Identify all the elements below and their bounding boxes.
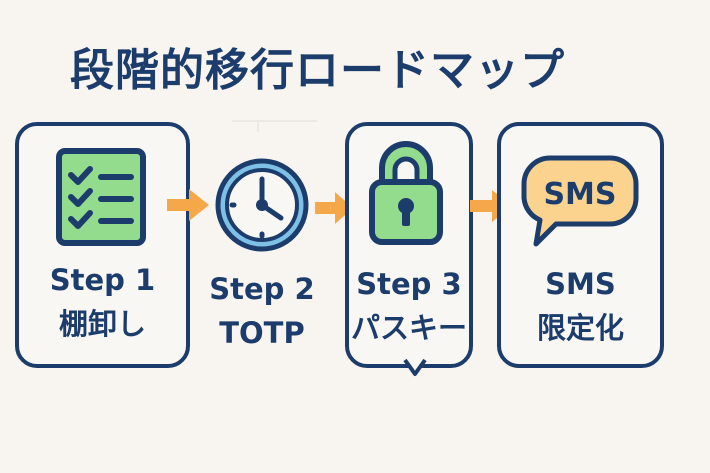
step-4-subtitle: 限定化	[536, 311, 624, 345]
clock-icon	[215, 158, 309, 252]
card-pointer-notch	[403, 358, 427, 376]
step-2-title: Step 2	[209, 272, 315, 306]
page-title: 段階的移行ロードマップ	[70, 45, 565, 96]
step-1-label: Step 1 棚卸し	[15, 258, 190, 346]
padlock-icon	[369, 141, 443, 245]
faint-divider	[232, 120, 317, 122]
step-2-subtitle: TOTP	[219, 316, 305, 350]
step-4-label: SMS 限定化	[497, 262, 664, 350]
step-1-title: Step 1	[49, 263, 156, 297]
step-3-title: Step 3	[356, 267, 462, 301]
arrow-right-icon	[315, 192, 353, 224]
faint-tick	[257, 122, 259, 132]
step-3-label: Step 3 パスキー	[345, 262, 473, 350]
step-1-subtitle: 棚卸し	[58, 307, 146, 341]
step-3-subtitle: パスキー	[350, 311, 467, 345]
arrow-right-icon	[167, 189, 209, 221]
sms-bubble-icon: SMS	[521, 155, 639, 247]
step-4-title: SMS	[545, 267, 616, 301]
checklist-icon	[56, 148, 146, 246]
sms-bubble-text: SMS	[543, 177, 616, 212]
step-2-label: Step 2 TOTP	[200, 267, 324, 355]
